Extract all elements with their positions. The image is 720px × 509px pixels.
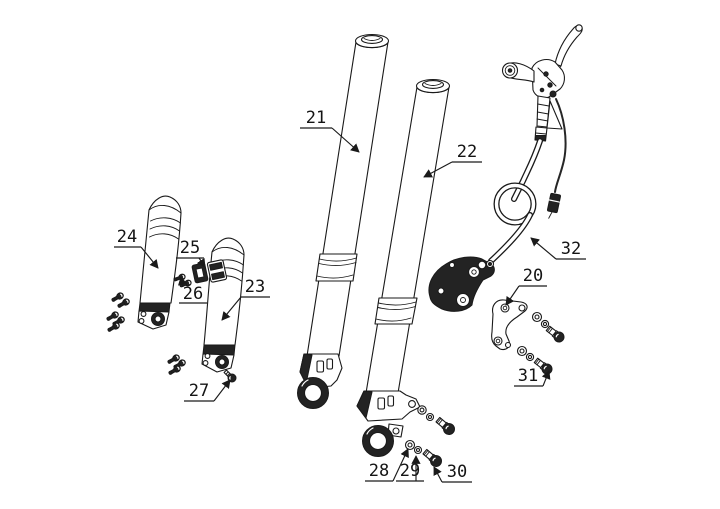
callout-29: 29 <box>396 455 424 482</box>
fork-tube-22 <box>356 78 451 457</box>
part-number: 29 <box>400 461 420 481</box>
guard-screws-center <box>167 354 186 375</box>
washer <box>525 352 535 362</box>
washer <box>531 311 543 323</box>
washer-28 <box>404 439 416 451</box>
part-number: 22 <box>457 142 477 162</box>
part-number: 27 <box>189 381 209 401</box>
fork-guard-24 <box>137 195 182 330</box>
callout-22: 22 <box>423 142 482 178</box>
callout-27: 27 <box>184 379 231 402</box>
callout-26: 26 <box>178 276 207 304</box>
bolt-30 <box>422 448 442 467</box>
handlebar-clamp <box>501 62 535 83</box>
callout-23: 23 <box>221 277 270 321</box>
brake-caliper <box>428 256 495 312</box>
brake-hose-32 <box>488 138 543 264</box>
part-number: 20 <box>523 266 543 286</box>
part-number: 28 <box>369 461 389 481</box>
callout-28: 28 <box>365 448 409 482</box>
axle-clamp-21 <box>297 353 343 409</box>
washer <box>425 412 435 422</box>
guard-screws-left-lower <box>106 311 125 332</box>
callout-25: 25 <box>176 238 206 268</box>
sensor-wire <box>547 98 567 219</box>
part-number: 21 <box>306 108 326 128</box>
part-number: 30 <box>447 462 467 482</box>
callout-21: 21 <box>300 108 360 153</box>
guard-screws-left-upper <box>111 292 130 308</box>
bolt <box>435 416 455 435</box>
callout-31: 31 <box>514 366 551 387</box>
washer <box>540 319 550 329</box>
washer <box>417 405 427 415</box>
part-number: 23 <box>245 277 265 297</box>
axle-hardware-lower <box>404 439 442 467</box>
washer-29 <box>413 445 423 455</box>
part-number: 31 <box>518 366 538 386</box>
washer <box>516 345 528 357</box>
callout-20: 20 <box>505 266 547 306</box>
caliper-bracket-20 <box>491 299 528 351</box>
axle-hardware-upper <box>417 405 455 435</box>
callout-32: 32 <box>530 237 586 260</box>
fork-tube-21 <box>297 33 390 409</box>
callout-30: 30 <box>433 462 472 483</box>
part-number: 26 <box>183 284 203 304</box>
part-number: 24 <box>117 227 137 247</box>
axle-clamp-22 <box>356 390 421 457</box>
wire-connector <box>547 192 561 219</box>
part-number: 25 <box>180 238 200 258</box>
brake-master-cylinder <box>501 24 583 142</box>
part-number: 32 <box>561 239 581 259</box>
callouts-layer: 21 22 24 25 26 23 27 28 29 30 31 20 32 <box>114 108 586 483</box>
callout-24: 24 <box>114 227 159 269</box>
bolt <box>545 325 565 343</box>
